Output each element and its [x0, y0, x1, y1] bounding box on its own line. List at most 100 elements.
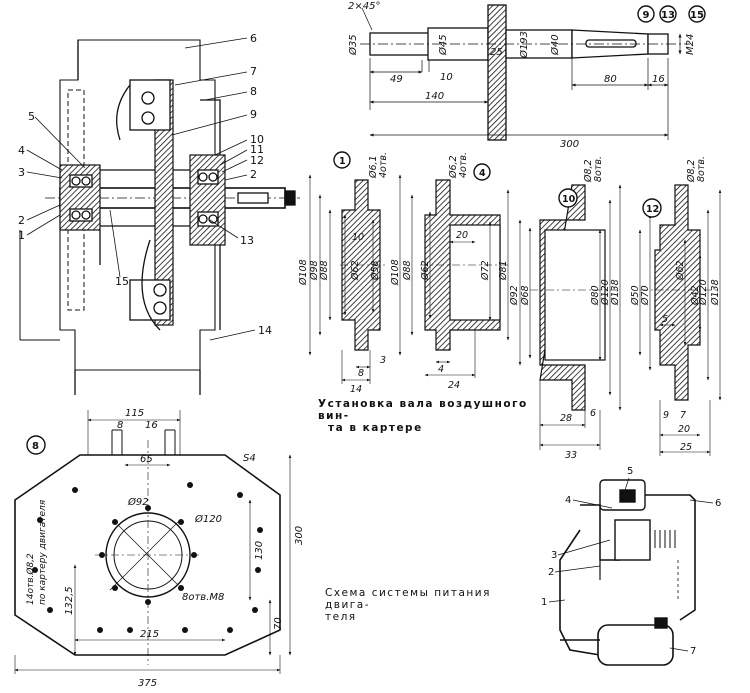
fuel-callout-4: 4 — [565, 495, 571, 506]
callout-5: 5 — [28, 110, 35, 123]
flange-12-d50: Ø50 — [630, 285, 641, 306]
flange-12-badge: 12 — [646, 204, 659, 215]
plate-d120: Ø120 — [194, 513, 222, 525]
plate-note-1: 14отв.Ø8,2 — [25, 553, 36, 605]
flange-4-d108: Ø108 — [390, 259, 401, 286]
flange-1-l8: 8 — [358, 368, 364, 379]
dim-16: 16 — [652, 74, 665, 85]
callout-11: 11 — [250, 143, 264, 156]
shaft-dimensions: 2×45° Ø35 Ø45 Ø193 Ø40 M24 49 10 25 140 … — [347, 1, 696, 150]
callout-7: 7 — [250, 65, 257, 78]
flange-10-drawing — [518, 184, 622, 450]
caption-shaft-installation: Установка вала воздушного вин- та в карт… — [318, 398, 548, 434]
assembly-callouts: 1 2 3 4 5 6 7 8 9 10 11 12 2 13 14 15 — [18, 32, 272, 341]
plate-16: 16 — [145, 420, 158, 431]
flange-1-l14: 14 — [350, 384, 362, 395]
plate-note-2: по картеру двигателя — [38, 499, 48, 605]
flange-1-dimensions: 1 Ø6,1 4отв. Ø108 Ø98 Ø88 Ø62 Ø58 10 3 8… — [298, 151, 389, 395]
plate-8: 8 — [117, 420, 123, 431]
dim-49: 49 — [390, 74, 403, 85]
dim-d45: Ø45 — [437, 34, 449, 56]
flange-4-holes-n: 4отв. — [458, 152, 469, 178]
callout-8: 8 — [250, 85, 257, 98]
flange-10-l28: 28 — [560, 413, 572, 424]
callout-6: 6 — [250, 32, 257, 45]
dim-d35: Ø35 — [347, 34, 359, 56]
callout-12: 12 — [250, 154, 264, 167]
flange-1-drawing — [308, 174, 385, 384]
caption-fuel-line-2: теля — [325, 611, 357, 623]
flange-12-l20: 20 — [678, 424, 690, 435]
badge-9: 9 — [643, 10, 650, 21]
flange-12-d138: Ø138 — [710, 279, 721, 306]
callout-9: 9 — [250, 108, 257, 121]
flange-12-l25: 25 — [680, 442, 692, 453]
flange-12-d62: Ø62 — [675, 260, 686, 281]
fuel-system-schematic — [548, 477, 714, 666]
plate-holes: 8отв.М8 — [182, 592, 224, 603]
flange-4-l24: 24 — [448, 380, 460, 391]
caption-shaft-line-2: та в картере — [328, 422, 423, 434]
dim-d40: Ø40 — [549, 34, 561, 56]
plate-130: 130 — [254, 541, 265, 560]
fuel-callout-1: 1 — [541, 597, 547, 608]
flange-1-holes: Ø6,1 — [368, 155, 379, 179]
callout-2: 2 — [18, 214, 25, 227]
callout-4: 4 — [18, 144, 25, 157]
callout-13: 13 — [240, 234, 254, 247]
plate-300: 300 — [294, 526, 305, 545]
flange-12-l5: 5 — [662, 314, 668, 325]
flange-1-badge: 1 — [339, 156, 346, 167]
callout-3: 3 — [18, 166, 25, 179]
flange-10-holes: Ø8,2 — [583, 159, 594, 183]
mounting-plate-dimensions: 8 115 8 16 65 S4 Ø92 Ø120 8отв.М8 130 30… — [25, 408, 305, 689]
badge-13: 13 — [661, 10, 675, 21]
shaft-drawing — [360, 4, 690, 141]
plate-132: 132,5 — [64, 586, 75, 615]
dim-80: 80 — [604, 74, 617, 85]
flange-12-d42: Ø42 — [690, 285, 701, 306]
flange-4-d62: Ø62 — [420, 260, 431, 281]
flange-4-holes: Ø6,2 — [448, 155, 459, 179]
flange-4-badge: 4 — [479, 168, 486, 179]
plate-215: 215 — [140, 629, 159, 640]
flange-10-holes-n: 8отв. — [593, 156, 604, 182]
dim-300: 300 — [560, 139, 579, 150]
flange-4-d72: Ø72 — [480, 260, 491, 281]
flange-1-d88: Ø88 — [319, 260, 330, 281]
plate-115: 115 — [125, 408, 144, 419]
callout-15: 15 — [115, 275, 129, 288]
fuel-callout-2: 2 — [548, 567, 554, 578]
badge-15: 15 — [690, 10, 704, 21]
flange-1-l3: 3 — [380, 355, 386, 366]
plate-d92: Ø92 — [127, 496, 149, 508]
fuel-callout-7: 7 — [690, 646, 696, 657]
flange-4-l4: 4 — [438, 364, 444, 375]
dim-140: 140 — [425, 91, 444, 102]
flange-1-holes-n: 4отв. — [378, 152, 389, 178]
caption-fuel-line-1: Схема системы питания двига- — [325, 587, 491, 611]
dim-25: 25 — [490, 47, 503, 58]
flange-1-d98: Ø98 — [309, 260, 320, 281]
flange-10-dimensions: 10 Ø8,2 8отв. Ø92 Ø68 Ø80 Ø120 Ø138 28 6… — [509, 156, 621, 461]
dim-10: 10 — [440, 72, 453, 83]
flange-4-d81: Ø81 — [498, 260, 509, 281]
callout-10: 10 — [250, 133, 264, 146]
flange-4-dimensions: 4 Ø6,2 4отв. Ø108 Ø88 Ø62 Ø72 Ø81 20 4 2… — [390, 152, 509, 391]
flange-12-l9: 9 — [663, 410, 669, 421]
mounting-plate-drawing — [14, 410, 292, 674]
flange-10-d120: Ø120 — [600, 279, 611, 306]
flange-4-drawing — [398, 174, 510, 378]
dim-chamfer: 2×45° — [348, 1, 380, 12]
caption-fuel-system: Схема системы питания двига- теля — [325, 587, 540, 623]
flange-4-l20: 20 — [456, 230, 468, 241]
fuel-system-callouts: 1 2 3 4 5 6 7 — [541, 466, 721, 657]
plate-70: 70 — [273, 617, 284, 630]
flange-10-d80: Ø80 — [590, 285, 601, 306]
flange-10-d92: Ø92 — [509, 285, 520, 306]
flange-4-d88: Ø88 — [402, 260, 413, 281]
fuel-callout-3: 3 — [551, 550, 557, 561]
dim-m24: M24 — [685, 34, 696, 55]
flange-12-d70: Ø70 — [640, 285, 651, 306]
